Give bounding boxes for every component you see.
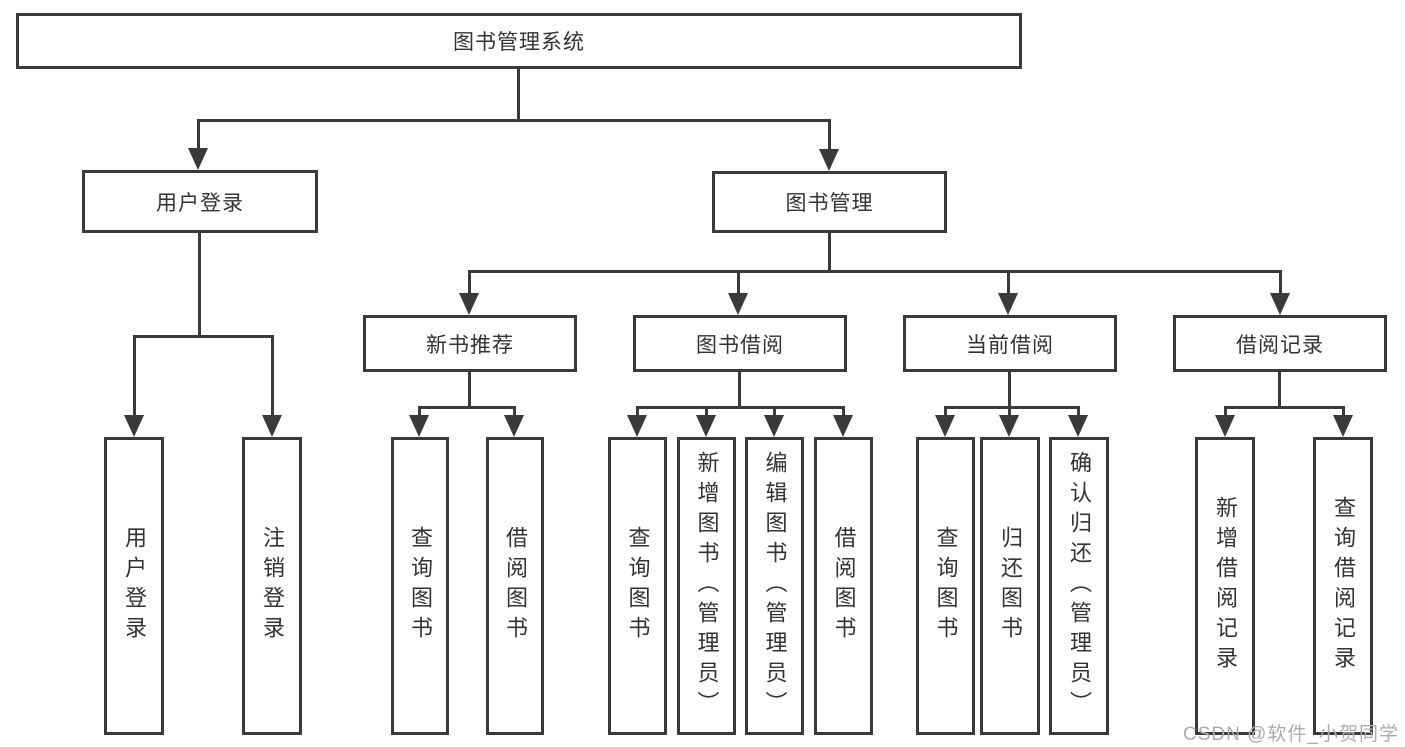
arrow-down-icon [627, 415, 647, 437]
arrow-down-icon [1068, 415, 1088, 437]
leaf-query-books-borrow-label: 查询图书 [625, 526, 651, 646]
connector-line [197, 119, 200, 152]
arrow-down-icon [409, 415, 429, 437]
leaf-edit-book-admin-label: 编辑图书（管理员） [762, 451, 788, 721]
node-new-book-recommend: 新书推荐 [363, 315, 577, 372]
connector-line [1278, 372, 1281, 408]
arrow-down-icon [1333, 415, 1353, 437]
leaf-confirm-return-admin: 确认归还（管理员） [1049, 437, 1109, 735]
leaf-user-login: 用户登录 [104, 437, 164, 735]
leaf-user-login-label: 用户登录 [122, 526, 147, 646]
connector-line [737, 270, 740, 297]
arrow-down-icon [935, 415, 955, 437]
connector-line [513, 406, 516, 417]
arrow-down-icon [504, 415, 524, 437]
leaf-edit-book-admin: 编辑图书（管理员） [745, 437, 804, 735]
node-book-management: 图书管理 [712, 171, 947, 233]
arrow-down-icon [1215, 415, 1235, 437]
arrow-down-icon [188, 148, 208, 170]
node-borrow-records: 借阅记录 [1173, 315, 1387, 372]
connector-line [198, 233, 201, 337]
leaf-borrow-book: 借阅图书 [814, 437, 873, 735]
connector-line [133, 335, 274, 338]
node-root-label: 图书管理系统 [453, 31, 585, 54]
node-current-borrow-label: 当前借阅 [966, 333, 1054, 357]
leaf-return-book-label: 归还图书 [998, 526, 1023, 646]
leaf-add-book-admin: 新增图书（管理员） [677, 437, 736, 735]
node-borrow-records-label: 借阅记录 [1236, 333, 1324, 357]
leaf-query-books-current-label: 查询图书 [933, 526, 959, 646]
connector-line [468, 270, 1282, 273]
connector-line [1342, 406, 1345, 417]
node-book-management-label: 图书管理 [785, 192, 874, 215]
connector-line [1007, 270, 1010, 297]
leaf-query-books-recommend: 查询图书 [391, 437, 449, 735]
connector-line [418, 406, 516, 409]
connector-line [1077, 406, 1080, 417]
arrow-down-icon [696, 415, 716, 437]
connector-line [197, 119, 830, 122]
arrow-down-icon [124, 415, 144, 437]
arrow-down-icon [819, 149, 839, 171]
node-new-book-recommend-label: 新书推荐 [426, 333, 514, 357]
connector-line [773, 406, 776, 417]
leaf-add-borrow-record-label: 新增借阅记录 [1213, 496, 1238, 676]
connector-line [1008, 406, 1011, 417]
node-current-borrow: 当前借阅 [903, 315, 1117, 372]
connector-line [517, 69, 520, 119]
connector-line [271, 335, 274, 417]
leaf-query-books-recommend-label: 查询图书 [408, 526, 433, 646]
connector-line [705, 406, 708, 417]
connector-line [468, 270, 471, 297]
arrow-down-icon [1270, 293, 1290, 315]
arrow-down-icon [998, 293, 1018, 315]
node-book-borrow: 图书借阅 [633, 315, 847, 372]
connector-line [828, 233, 831, 272]
connector-line [1279, 270, 1282, 297]
connector-line [944, 406, 1080, 409]
leaf-query-books-borrow: 查询图书 [608, 437, 667, 735]
connector-line [738, 372, 741, 408]
arrow-down-icon [833, 415, 853, 437]
csdn-watermark: CSDN @软件_小贺同学 [1183, 724, 1399, 745]
node-user-login: 用户登录 [82, 170, 318, 233]
connector-line [636, 406, 844, 409]
connector-line [1224, 406, 1227, 417]
node-book-borrow-label: 图书借阅 [696, 333, 784, 357]
leaf-logout: 注销登录 [242, 437, 302, 735]
arrow-down-icon [764, 415, 784, 437]
leaf-query-borrow-record: 查询借阅记录 [1313, 437, 1373, 735]
leaf-borrow-book-label: 借阅图书 [831, 526, 857, 646]
connector-line [133, 335, 136, 417]
connector-line [828, 119, 831, 152]
leaf-add-borrow-record: 新增借阅记录 [1195, 437, 1255, 735]
arrow-down-icon [999, 415, 1019, 437]
node-root: 图书管理系统 [16, 13, 1022, 69]
connector-line [418, 406, 421, 417]
arrow-down-icon [262, 415, 282, 437]
connector-line [468, 372, 471, 408]
leaf-borrow-book-recommend: 借阅图书 [486, 437, 544, 735]
leaf-add-book-admin-label: 新增图书（管理员） [694, 451, 720, 721]
connector-line [1008, 372, 1011, 408]
leaf-logout-label: 注销登录 [260, 526, 285, 646]
leaf-borrow-book-recommend-label: 借阅图书 [503, 526, 528, 646]
connector-line [636, 406, 639, 417]
leaf-query-books-current: 查询图书 [916, 437, 975, 735]
connector-line [1224, 406, 1345, 409]
leaf-query-borrow-record-label: 查询借阅记录 [1331, 496, 1356, 676]
leaf-confirm-return-admin-label: 确认归还（管理员） [1067, 451, 1092, 721]
arrow-down-icon [459, 293, 479, 315]
leaf-return-book: 归还图书 [980, 437, 1040, 735]
connector-line [944, 406, 947, 417]
node-user-login-label: 用户登录 [156, 191, 244, 215]
connector-line [842, 406, 845, 417]
arrow-down-icon [728, 293, 748, 315]
